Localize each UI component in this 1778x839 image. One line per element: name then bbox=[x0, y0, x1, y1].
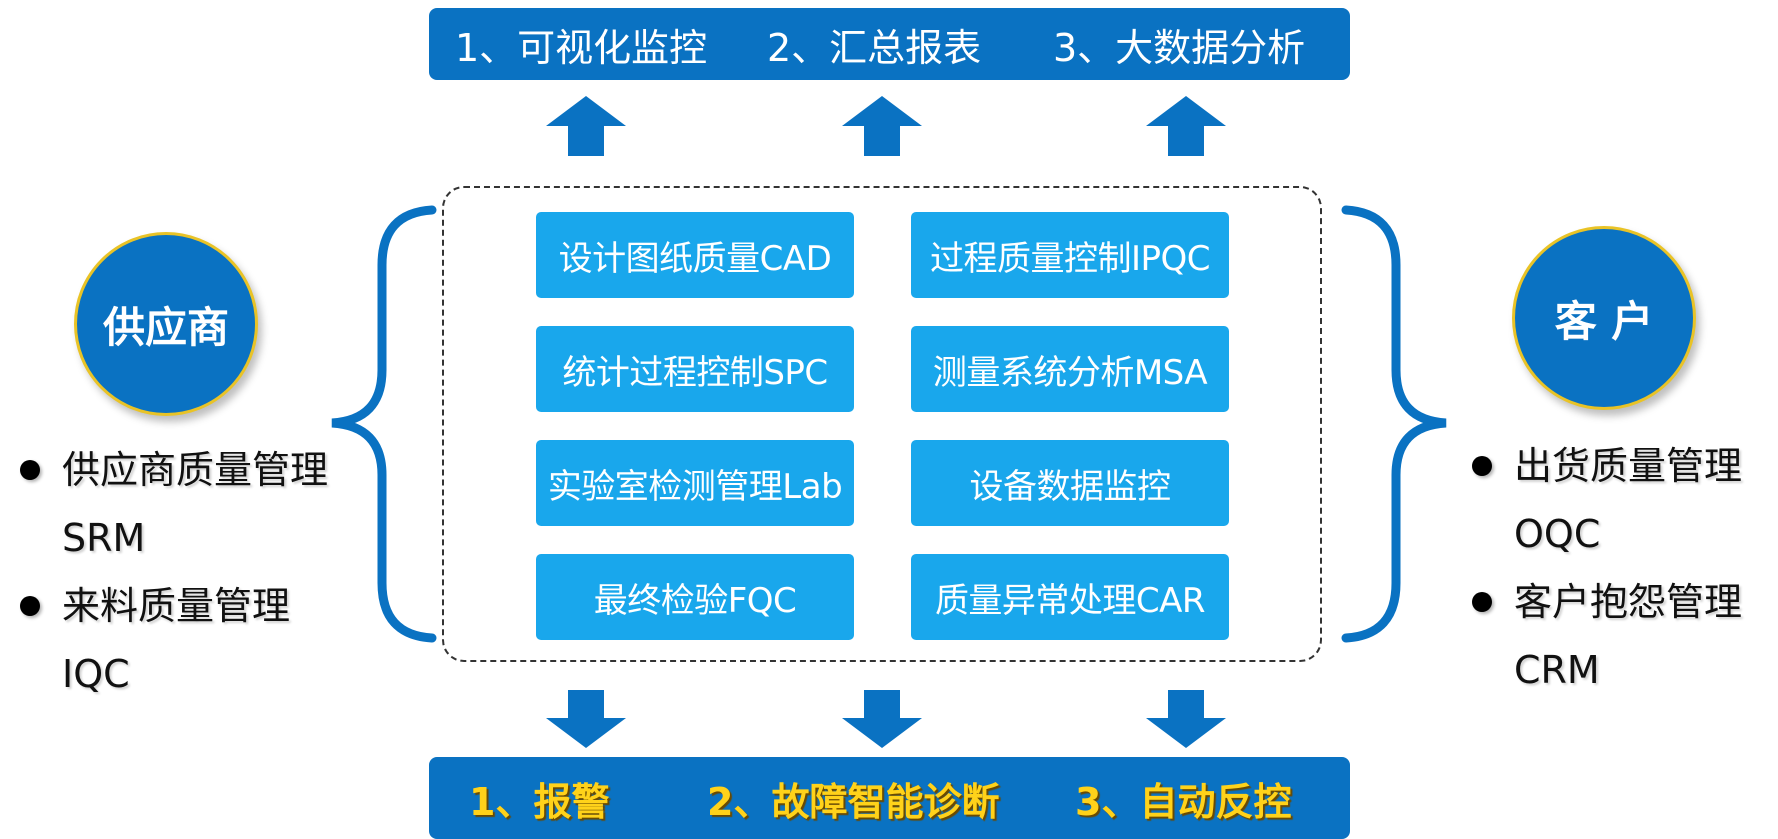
bullet-icon bbox=[1472, 592, 1492, 612]
down-arrow-icon bbox=[546, 690, 626, 748]
list-item-code: IQC bbox=[62, 652, 130, 696]
bullet-icon bbox=[1472, 456, 1492, 476]
bottom-item-alarm: 1、报警 bbox=[469, 779, 610, 824]
right-brace-icon bbox=[1341, 205, 1447, 643]
up-arrow-icon bbox=[842, 96, 922, 156]
up-arrow-icon bbox=[1146, 96, 1226, 156]
down-arrow-icon bbox=[842, 690, 922, 748]
list-item: 出货质量管理 bbox=[1468, 432, 1742, 500]
list-item: 来料质量管理 bbox=[16, 572, 328, 640]
customer-circle: 客 户 bbox=[1512, 226, 1696, 410]
module-box: 质量异常处理CAR bbox=[911, 554, 1229, 640]
modules-container bbox=[442, 186, 1322, 662]
bottom-action-bar: 1、报警 2、故障智能诊断 3、自动反控 bbox=[429, 757, 1350, 839]
module-box: 测量系统分析MSA bbox=[911, 326, 1229, 412]
top-item-big-data-analysis: 3、大数据分析 bbox=[1053, 25, 1306, 70]
up-arrow-icon bbox=[546, 96, 626, 156]
module-box: 过程质量控制IPQC bbox=[911, 212, 1229, 298]
list-item: 供应商质量管理 bbox=[16, 436, 328, 504]
bullet-icon bbox=[20, 460, 40, 480]
bottom-item-auto-control: 3、自动反控 bbox=[1075, 779, 1292, 824]
list-item: 客户抱怨管理 bbox=[1468, 568, 1742, 636]
left-brace-icon bbox=[331, 205, 437, 643]
supplier-circle: 供应商 bbox=[74, 232, 258, 416]
customer-title: 客 户 bbox=[1554, 296, 1654, 346]
list-item-code: OQC bbox=[1514, 512, 1601, 556]
list-item-code: SRM bbox=[62, 516, 146, 560]
top-item-visual-monitoring: 1、可视化监控 bbox=[455, 25, 708, 70]
down-arrow-icon bbox=[1146, 690, 1226, 748]
module-box: 设备数据监控 bbox=[911, 440, 1229, 526]
supplier-list: 供应商质量管理 SRM 来料质量管理 IQC bbox=[16, 436, 328, 708]
top-item-summary-report: 2、汇总报表 bbox=[767, 25, 982, 70]
supplier-title: 供应商 bbox=[102, 302, 229, 352]
module-box: 统计过程控制SPC bbox=[536, 326, 854, 412]
top-output-bar: 1、可视化监控 2、汇总报表 3、大数据分析 bbox=[429, 8, 1350, 80]
bullet-icon bbox=[20, 596, 40, 616]
bottom-item-fault-diagnosis: 2、故障智能诊断 bbox=[707, 779, 1000, 824]
list-item-code: CRM bbox=[1514, 648, 1600, 692]
module-box: 最终检验FQC bbox=[536, 554, 854, 640]
customer-list: 出货质量管理 OQC 客户抱怨管理 CRM bbox=[1468, 432, 1742, 704]
module-box: 设计图纸质量CAD bbox=[536, 212, 854, 298]
module-box: 实验室检测管理Lab bbox=[536, 440, 854, 526]
